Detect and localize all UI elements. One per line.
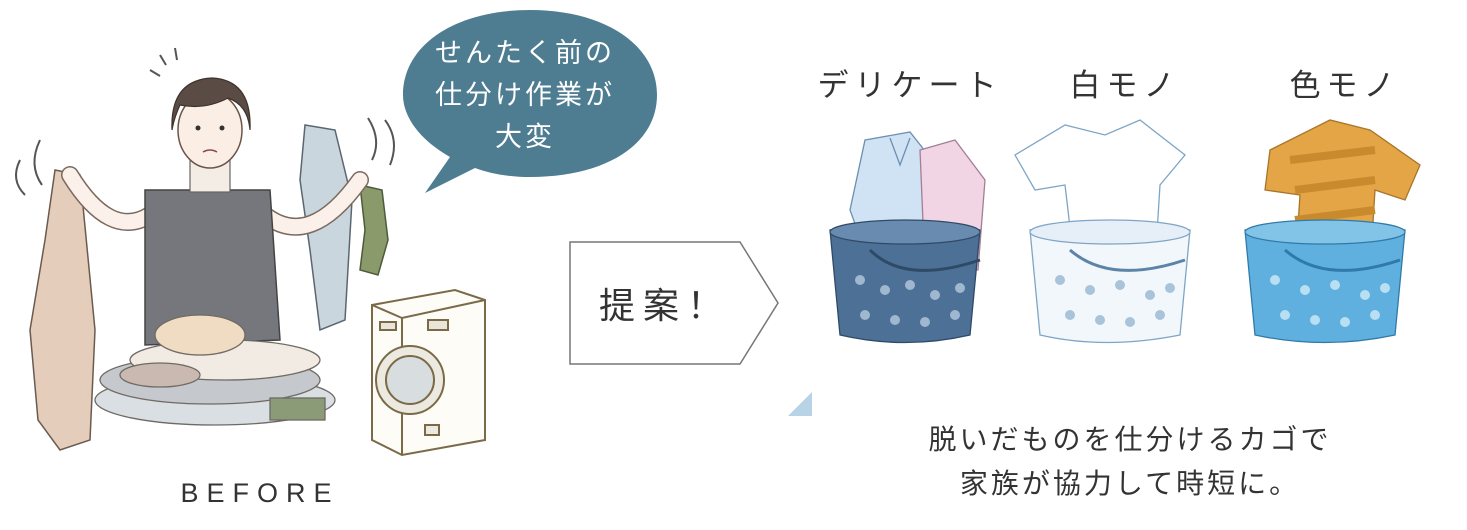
bubble-line-1: せんたく前の bbox=[435, 38, 615, 69]
category-label-color: 色モノ bbox=[1289, 68, 1401, 104]
green-sock bbox=[359, 184, 389, 276]
laundry-baskets-illustration bbox=[829, 119, 1421, 344]
white-basket-icon bbox=[1014, 119, 1191, 344]
beige-garment bbox=[29, 169, 96, 451]
bubble-line-2: 仕分け作業が bbox=[435, 80, 615, 111]
washing-machine-icon bbox=[371, 288, 486, 457]
bottom-message-line-1: 脱いだものを仕分けるカゴで bbox=[928, 423, 1332, 456]
woman-hair bbox=[171, 77, 251, 131]
color-basket-icon bbox=[1244, 119, 1421, 344]
before-label: BEFORE bbox=[180, 478, 340, 508]
speech-bubble bbox=[403, 10, 657, 193]
grey-shirt bbox=[299, 124, 353, 332]
bubble-line-3: 大変 bbox=[495, 122, 555, 153]
bottom-message: 脱いだものを仕分けるカゴで 家族が協力して時短に。 bbox=[860, 418, 1400, 506]
bottom-message-line-2: 家族が協力して時短に。 bbox=[959, 467, 1301, 500]
woman-laundry-illustration bbox=[15, 47, 486, 457]
category-label-white: 白モノ bbox=[1069, 68, 1181, 104]
category-label-delicate: デリケート bbox=[817, 68, 1003, 104]
corner-triangle-mark bbox=[788, 392, 812, 416]
laundry-pile bbox=[94, 314, 336, 426]
speech-bubble-text: せんたく前の 仕分け作業が 大変 bbox=[405, 33, 645, 159]
stress-lines bbox=[15, 47, 395, 196]
proposal-arrow-box bbox=[569, 241, 779, 365]
delicate-basket-icon bbox=[829, 131, 986, 344]
proposal-label: 提案！ bbox=[598, 286, 731, 327]
